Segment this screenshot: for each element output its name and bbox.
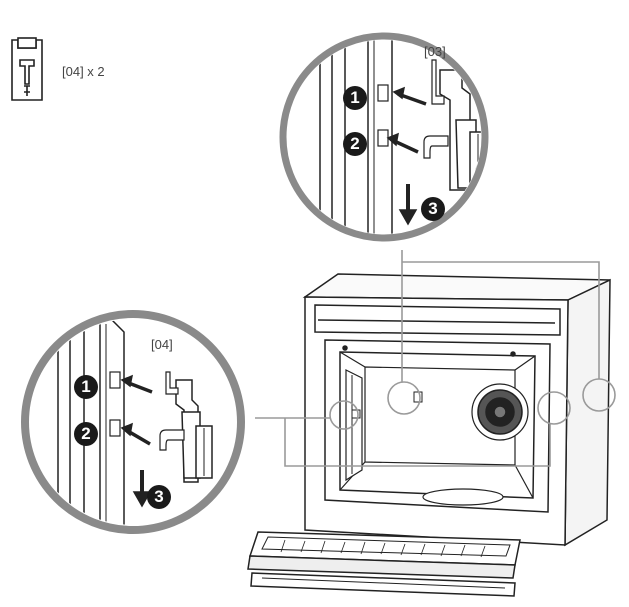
- oven-body: [247, 273, 611, 597]
- left-step-2-badge: 2: [74, 422, 98, 446]
- left-step-1-badge: 1: [74, 375, 98, 399]
- top-step-2-badge: 2: [343, 132, 367, 156]
- leader-lines: [255, 250, 616, 467]
- top-part-label: [03]: [424, 44, 446, 59]
- left-part-label: [04]: [151, 337, 173, 352]
- top-magnifier: [279, 32, 489, 242]
- left-magnifier: [21, 310, 245, 534]
- top-step-3-badge: 3: [421, 197, 445, 221]
- part-quantity-label: [04] x 2: [62, 64, 105, 79]
- left-step-3-badge: 3: [147, 485, 171, 509]
- top-step-1-badge: 1: [343, 86, 367, 110]
- hanger-clip-icon: [11, 37, 43, 101]
